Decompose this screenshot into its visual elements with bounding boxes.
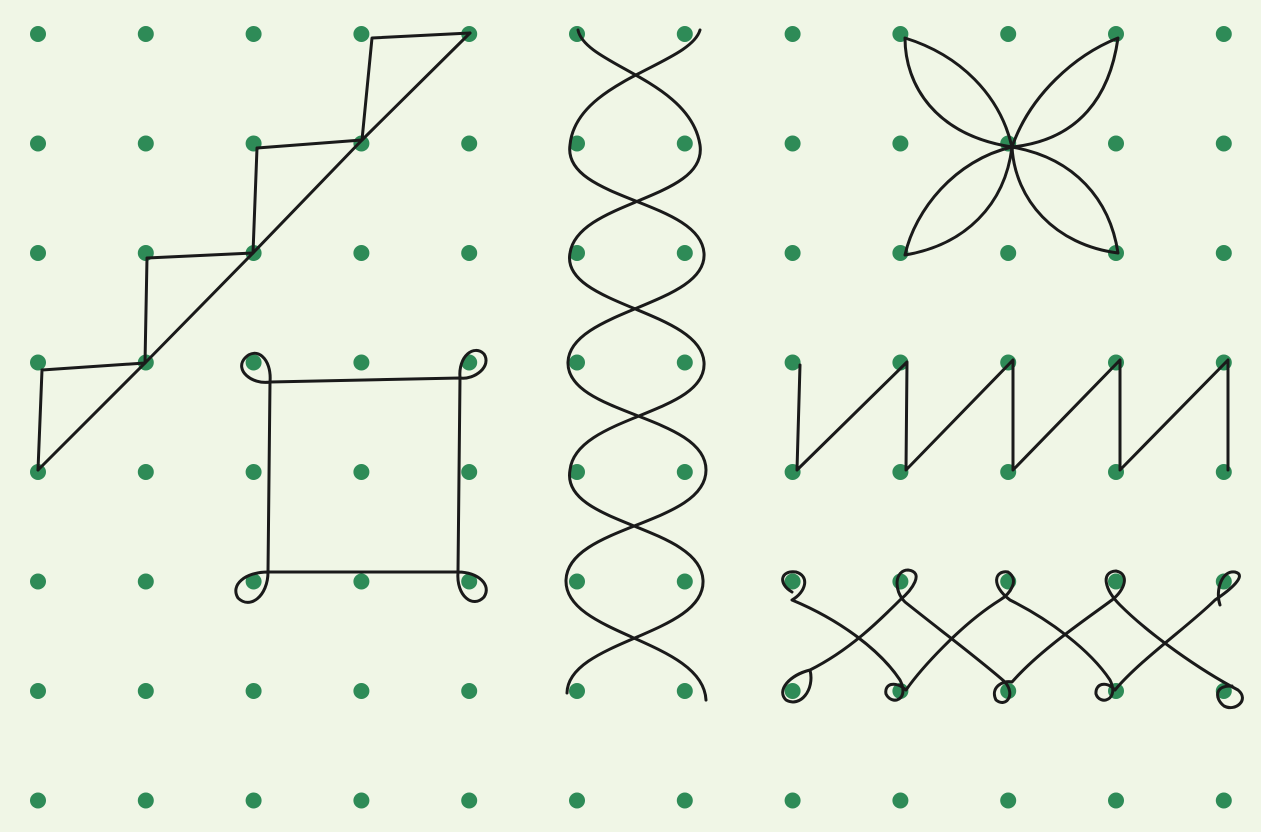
grid-dot xyxy=(461,683,477,699)
grid-dot xyxy=(246,26,262,42)
grid-dot xyxy=(785,793,801,809)
staircase-figure xyxy=(38,33,470,470)
grid-dot xyxy=(30,245,46,261)
grid-dot xyxy=(1108,793,1124,809)
grid-dot xyxy=(353,464,369,480)
grid-dot xyxy=(677,464,693,480)
petal-top-left xyxy=(905,38,1012,147)
grid-dot xyxy=(1216,793,1232,809)
grid-dot xyxy=(138,574,154,590)
grid-dot xyxy=(677,245,693,261)
grid-dot xyxy=(569,793,585,809)
grid-dot xyxy=(353,245,369,261)
staircase-diagonal xyxy=(38,33,470,470)
grid-dot xyxy=(785,136,801,152)
grid-dot xyxy=(30,355,46,371)
grid-dot xyxy=(246,683,262,699)
grid-dot xyxy=(677,136,693,152)
grid-dot xyxy=(785,355,801,371)
grid-dot xyxy=(569,355,585,371)
grid-dot xyxy=(246,793,262,809)
grid-dot xyxy=(461,464,477,480)
grid-dot xyxy=(1000,793,1016,809)
grid-dot xyxy=(353,574,369,590)
grid-dot xyxy=(677,574,693,590)
grid-dot xyxy=(461,245,477,261)
grid-dot xyxy=(30,683,46,699)
grid-dot xyxy=(138,26,154,42)
petal-bottom-left xyxy=(905,147,1012,255)
grid-dot xyxy=(30,574,46,590)
grid-dot xyxy=(461,136,477,152)
grid-dot xyxy=(138,136,154,152)
grid-dot xyxy=(353,683,369,699)
grid-dot xyxy=(1216,245,1232,261)
grid-dot xyxy=(785,26,801,42)
grid-dot xyxy=(892,136,908,152)
grid-dot xyxy=(461,793,477,809)
grid-dot xyxy=(892,574,908,590)
petal-top-right xyxy=(1012,38,1118,147)
grid-dot xyxy=(138,464,154,480)
grid-dot xyxy=(677,683,693,699)
grid-dots xyxy=(30,26,1232,809)
grid-dot xyxy=(138,683,154,699)
grid-dot xyxy=(1216,136,1232,152)
grid-dot xyxy=(353,793,369,809)
grid-dot xyxy=(1216,26,1232,42)
grid-dot xyxy=(353,26,369,42)
grid-dot xyxy=(677,793,693,809)
grid-dot xyxy=(1000,245,1016,261)
zigzag-figure xyxy=(797,360,1228,470)
grid-dot xyxy=(677,355,693,371)
grid-dot xyxy=(246,464,262,480)
zigzag-line xyxy=(797,360,1228,470)
grid-dot xyxy=(1108,136,1124,152)
grid-dot xyxy=(138,793,154,809)
grid-dot xyxy=(30,793,46,809)
grid-dot xyxy=(353,355,369,371)
grid-dot xyxy=(30,26,46,42)
grid-dot xyxy=(785,683,801,699)
petal-bottom-right xyxy=(1012,147,1118,253)
grid-dot xyxy=(892,793,908,809)
grid-dot xyxy=(1000,26,1016,42)
grid-dot xyxy=(569,574,585,590)
grid-dot xyxy=(569,683,585,699)
grid-dot xyxy=(30,136,46,152)
four-petal-flower-figure xyxy=(905,38,1118,255)
grid-dot xyxy=(785,245,801,261)
grid-dot xyxy=(677,26,693,42)
